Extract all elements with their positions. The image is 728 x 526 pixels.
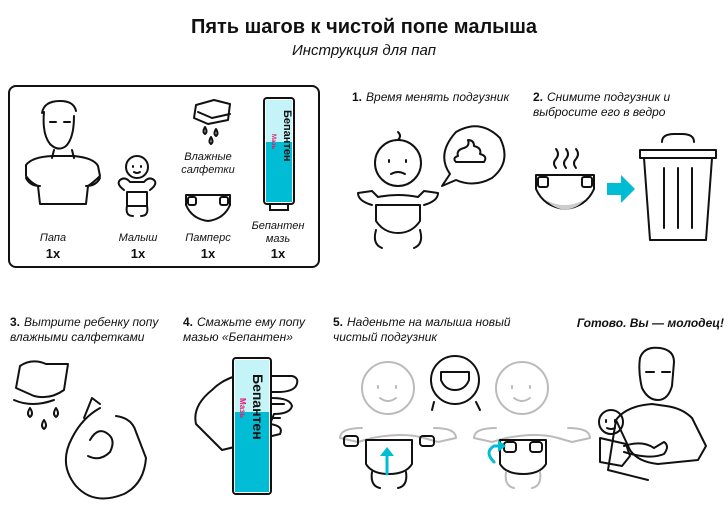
speech-bubble-icon bbox=[441, 125, 506, 187]
kit-tube-sub: Мазь bbox=[270, 134, 276, 149]
step5-baby-a-icon bbox=[339, 361, 457, 443]
step-2-caption: 2.Снимите подгузник и выбросите его в ве… bbox=[533, 90, 713, 120]
step-5-number: 5. bbox=[333, 315, 344, 329]
kit-qty-diaper: 1х bbox=[200, 246, 216, 261]
arrow-curved-icon bbox=[487, 440, 506, 464]
step-5-text: Наденьте на малыша новый чистый подгузни… bbox=[333, 315, 511, 344]
kit-label-baby: Малыш bbox=[118, 232, 158, 244]
baby-icon bbox=[117, 155, 157, 217]
final-message: Готово. Вы — молодец! bbox=[576, 316, 724, 330]
kit-label-ointment: Бепантен мазь bbox=[251, 220, 305, 245]
kit-qty-baby: 1х bbox=[130, 246, 146, 261]
ointment-tube-icon: Бепантен Мазь bbox=[263, 97, 295, 211]
dad-holding-baby-icon bbox=[598, 346, 707, 481]
step4-tube-sub: Мазь bbox=[238, 398, 247, 418]
kit-qty-ointment: 1х bbox=[270, 246, 286, 261]
poo-icon bbox=[453, 139, 487, 163]
wipes-icon bbox=[193, 99, 231, 145]
kit-label-dad: Папа bbox=[39, 232, 67, 244]
kit-qty-dad: 1х bbox=[45, 246, 61, 261]
step3-wipes-icon bbox=[13, 360, 69, 430]
step-1-number: 1. bbox=[352, 90, 363, 104]
step-4-number: 4. bbox=[183, 315, 194, 329]
dad-icon bbox=[25, 100, 101, 205]
trash-bin-icon bbox=[639, 133, 717, 241]
kit-label-diaper: Памперс bbox=[185, 232, 231, 244]
step5-baby-b-icon bbox=[473, 361, 591, 443]
step-1-text: Время менять подгузник bbox=[366, 90, 510, 104]
step4-tube-brand: Бепантен bbox=[250, 374, 266, 440]
page-subtitle: Инструкция для пап bbox=[292, 42, 436, 59]
step-1-caption: 1.Время менять подгузник bbox=[352, 90, 522, 105]
dirty-diaper-icon bbox=[535, 148, 595, 210]
step-5-caption: 5.Наденьте на малыша новый чистый подгуз… bbox=[333, 315, 523, 345]
step-3-text: Вытрите ребенку попу влажными салфетками bbox=[10, 315, 159, 344]
kit-label-wipes: Влажные салфетки bbox=[181, 151, 235, 176]
step-3-caption: 3.Вытрите ребенку попу влажными салфетка… bbox=[10, 315, 170, 345]
kit-tube-brand: Бепантен bbox=[281, 110, 293, 162]
kit-box bbox=[8, 85, 320, 268]
baby-bottom-icon bbox=[65, 397, 147, 500]
step-4-text: Смажьте ему попу мазью «Бепантен» bbox=[183, 315, 305, 344]
arrow-up-icon bbox=[380, 447, 394, 476]
step-2-text: Снимите подгузник и выбросите его в ведр… bbox=[533, 90, 671, 119]
arrow-right-icon bbox=[607, 175, 635, 203]
diaper-icon bbox=[185, 194, 231, 222]
step-2-number: 2. bbox=[533, 90, 544, 104]
step4-tube-icon: Бепантен Мазь bbox=[232, 357, 272, 495]
step-3-number: 3. bbox=[10, 315, 21, 329]
step-4-caption: 4.Смажьте ему попу мазью «Бепантен» bbox=[183, 315, 323, 345]
page-title: Пять шагов к чистой попе малыша bbox=[190, 16, 538, 38]
sad-baby-icon bbox=[357, 131, 439, 249]
step5-diaper-a-icon bbox=[343, 435, 435, 489]
step5-diaper-b-icon bbox=[499, 439, 547, 489]
step5-bubble-icon bbox=[430, 355, 481, 411]
